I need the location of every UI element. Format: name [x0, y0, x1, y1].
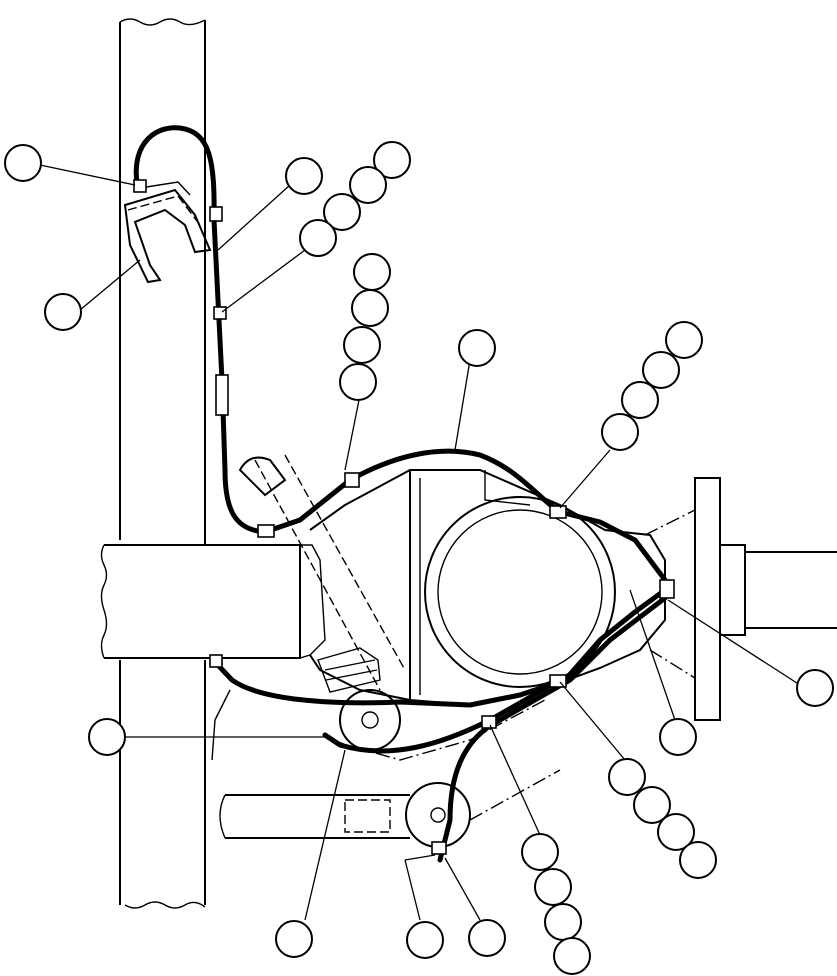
callout-circle	[608, 758, 646, 796]
callout-circle	[621, 381, 659, 419]
callout-circle	[659, 718, 697, 756]
callout-circle	[679, 841, 717, 879]
callout-circle	[285, 157, 323, 195]
hose-clamps	[133, 179, 675, 855]
callout-circle	[4, 144, 42, 182]
callout-circle	[534, 868, 572, 906]
callout-circle	[323, 193, 361, 231]
callout-circle	[633, 786, 671, 824]
callout-circle	[349, 166, 387, 204]
callout-circle	[553, 937, 591, 975]
callout-circle	[468, 919, 506, 957]
callout-circle	[88, 718, 126, 756]
leader-lines	[39, 164, 801, 921]
callout-circle	[796, 669, 834, 707]
callout-circle	[544, 903, 582, 941]
frame-rail	[119, 18, 206, 909]
mounting-bracket	[123, 181, 212, 284]
callout-circle	[373, 141, 411, 179]
callout-circle	[343, 326, 381, 364]
differential-housing	[309, 469, 666, 707]
callout-circle	[642, 351, 680, 389]
steering-cylinder	[211, 689, 561, 848]
callout-circle	[665, 321, 703, 359]
callout-circle	[657, 813, 695, 851]
callouts	[4, 141, 834, 975]
callout-circle	[406, 921, 444, 959]
callout-circle	[458, 329, 496, 367]
callout-circle	[339, 363, 377, 401]
callout-circle	[353, 253, 391, 291]
callout-circle	[44, 293, 82, 331]
hydraulic-hoses	[133, 125, 668, 863]
callout-circle	[275, 920, 313, 958]
callout-circle	[521, 833, 559, 871]
wheel-hub	[644, 477, 837, 721]
callout-circle	[299, 219, 337, 257]
callout-circle	[351, 289, 389, 327]
steering-arm	[238, 454, 406, 693]
callout-circle	[601, 413, 639, 451]
axle-tube-left	[100, 544, 326, 659]
